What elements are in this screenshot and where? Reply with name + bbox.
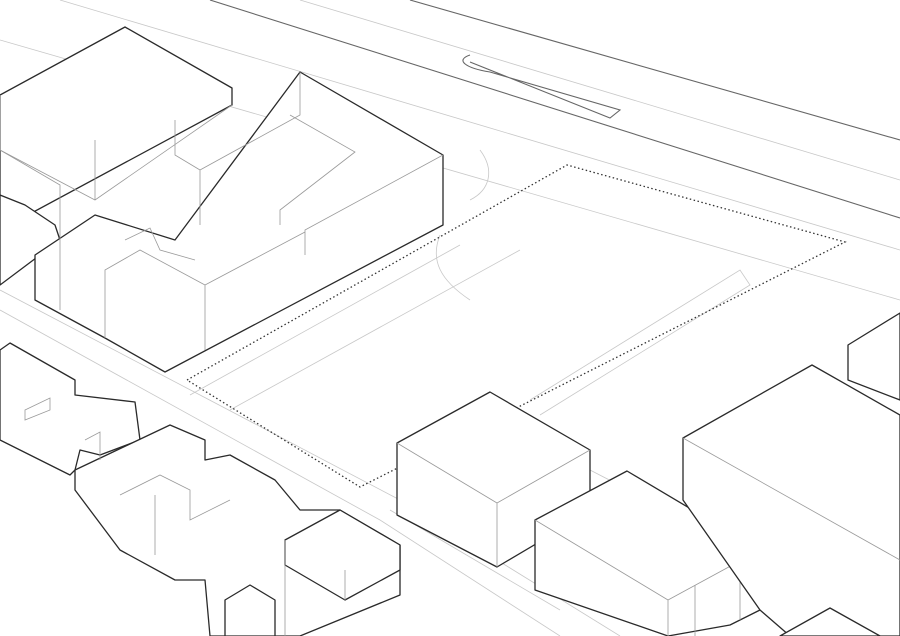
building-east <box>682 312 900 636</box>
building-southeast <box>534 470 761 636</box>
building-block <box>682 364 900 636</box>
building-cluster-southwest <box>0 342 401 636</box>
building-edges <box>24 397 346 636</box>
building-block-corner <box>779 607 881 636</box>
road-curve <box>469 149 489 201</box>
building-edges <box>0 149 61 240</box>
road-curve <box>435 234 471 301</box>
building-edges <box>682 437 900 561</box>
road-line <box>189 244 521 411</box>
building-block-courtyard <box>34 71 444 373</box>
platform <box>462 54 622 119</box>
road-line <box>0 309 561 636</box>
small-building <box>0 342 141 476</box>
small-building <box>224 584 276 636</box>
building-edges <box>396 442 591 567</box>
railway-line <box>209 0 900 219</box>
site-boundary-dotted <box>185 164 847 488</box>
building-edges <box>534 519 761 636</box>
road-line <box>299 0 900 181</box>
building-edges <box>0 72 444 350</box>
road-line <box>59 0 900 251</box>
building-block <box>0 194 61 286</box>
building-complex-northwest <box>0 26 444 373</box>
building-block-far-east <box>847 312 900 401</box>
building-block <box>0 26 233 231</box>
railway-line-2 <box>409 0 900 141</box>
building-block <box>534 470 761 636</box>
parking-strip <box>529 269 751 416</box>
